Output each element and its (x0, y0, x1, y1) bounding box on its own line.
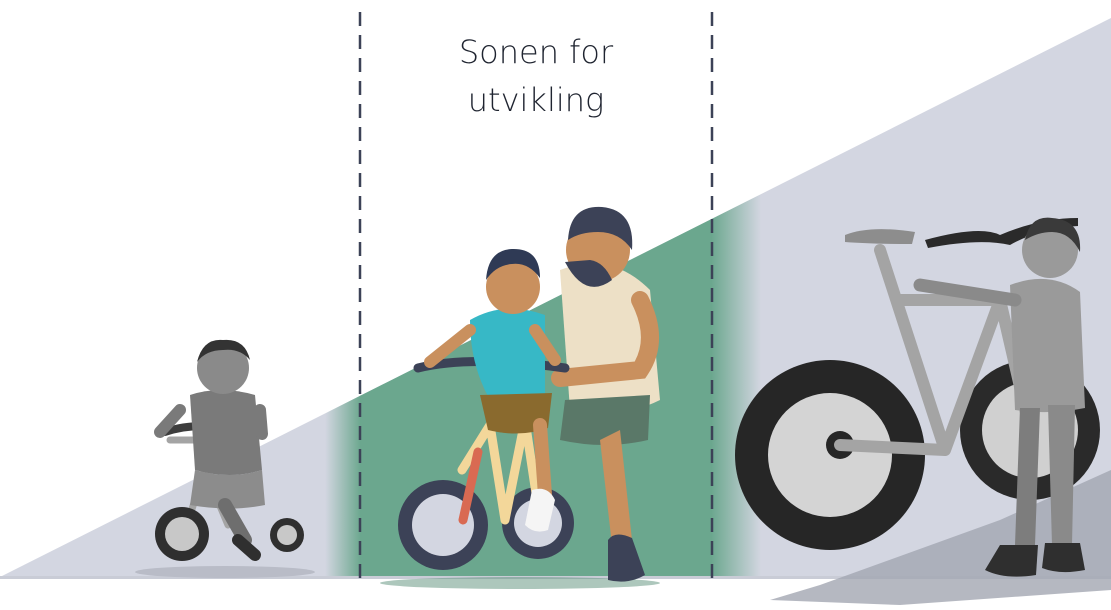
zone-title-line-1: Sonen for (458, 33, 614, 71)
zone-title-line-2: utvikling (467, 81, 605, 119)
child-learning-bike-with-adult (380, 206, 660, 589)
toddler-on-tricycle (135, 339, 315, 578)
child-with-large-bike (735, 217, 1111, 605)
zone-title: Sonen for utvikling (360, 28, 712, 124)
